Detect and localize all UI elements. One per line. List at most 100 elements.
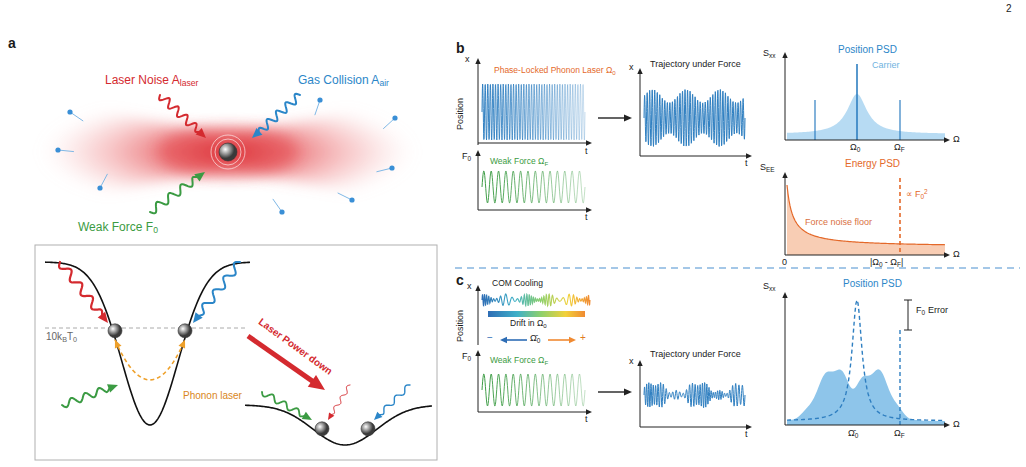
weak-force-trace (482, 374, 585, 406)
label-text: Ω (894, 142, 901, 152)
gas-molecule (97, 185, 102, 190)
label-group: F0 (462, 151, 471, 162)
axis-line (478, 63, 479, 145)
gas-molecule (389, 165, 394, 170)
noise-squiggle (150, 177, 199, 214)
arrow-head (944, 137, 950, 142)
label-group: F0Error (916, 305, 948, 316)
label-group: Ω (953, 134, 960, 144)
laser-focus (158, 126, 298, 178)
flow-arrow (598, 391, 626, 392)
subscript: 0 (73, 335, 77, 344)
particle (219, 143, 237, 161)
arrow-head (624, 114, 632, 121)
axis-line (785, 297, 786, 425)
subscript: B (62, 335, 67, 344)
label-group: 0 (782, 257, 787, 267)
label-group: |Ω0- ΩF| (870, 257, 903, 268)
axis-line (785, 255, 945, 256)
arrow-head (475, 285, 480, 291)
subscript: 0 (920, 193, 924, 200)
label-text: Ω̄ (530, 333, 537, 343)
arrow-head (302, 412, 312, 420)
label-text: Energy PSD (845, 158, 900, 169)
arrow-head (475, 350, 480, 356)
label-group: Force noise floor (805, 217, 872, 227)
arrow-head (624, 388, 632, 395)
label-group: Trajectory under Force (650, 349, 741, 359)
label-text: Phase-Locked Phonon Laser Ω (494, 65, 612, 75)
signal-line (899, 178, 901, 255)
gas-molecule (317, 97, 322, 102)
trap-ring (211, 135, 245, 169)
arrow-head (746, 153, 752, 158)
phonon-oscillation (115, 340, 185, 380)
label-group: ΩF (894, 142, 905, 153)
label-group: Ω̄0 (530, 333, 540, 344)
deep-potential-well (45, 262, 250, 425)
arrow-head (782, 52, 787, 58)
forced-trajectory (644, 89, 745, 146)
label-group: t (745, 158, 748, 168)
label-text: − (487, 332, 493, 343)
label-group: Ω̄0 (848, 428, 858, 439)
flow-arrow (598, 117, 626, 118)
subscript: F (901, 146, 905, 153)
label-text: Laser Power down (257, 316, 335, 377)
label-text: T (67, 331, 73, 342)
label-group: x (465, 54, 470, 64)
arrow-head (586, 207, 592, 212)
label-group: c (456, 272, 464, 288)
noise-squiggle (379, 385, 410, 415)
com-cooling-trace (482, 294, 590, 306)
arrow-head (586, 409, 592, 414)
panel-b (455, 52, 1020, 268)
label-group: Laser Power down (256, 316, 334, 377)
label-text: Phonon laser (183, 390, 242, 401)
label-group: 10kBT0 (46, 331, 77, 344)
arrow-head (586, 140, 592, 145)
label-text: 10k (46, 331, 62, 342)
arrow-head (179, 340, 186, 349)
label-text: t (745, 158, 748, 168)
gas-molecule (55, 147, 60, 152)
label-group: t (745, 429, 748, 439)
noise-floor-line (787, 185, 945, 245)
subscript: F (897, 261, 901, 268)
axis-line (640, 427, 747, 428)
label-group: Ω (953, 249, 960, 259)
signal-line (899, 330, 900, 425)
noise-squiggle (262, 392, 305, 416)
phonon-laser-trace (482, 84, 585, 140)
label-text: Position PSD (843, 278, 902, 289)
subscript: F (901, 432, 905, 439)
subscript: EE (766, 166, 775, 173)
panel-separator (455, 267, 1020, 268)
ideal-psd-dashed (787, 300, 945, 420)
label-text: Ω (953, 134, 960, 144)
arrow-head (475, 58, 480, 64)
subscript: 0 (879, 261, 883, 268)
label-group: x (629, 62, 634, 72)
label-text: x (465, 54, 470, 64)
label-text: x (467, 281, 472, 291)
label-text: Error (928, 305, 948, 315)
label-group: a (8, 35, 16, 51)
arrow-head (746, 424, 752, 429)
arrow-head (308, 375, 325, 390)
label-group: Phase-Locked Phonon Laser Ω0 (494, 66, 616, 76)
subscript: F (544, 160, 548, 167)
label-group: Drift in Ω0 (510, 319, 547, 329)
arrow-head (252, 128, 262, 138)
noise-floor-fill (787, 185, 945, 255)
arrow-head (98, 312, 108, 323)
label-group: Sxx (763, 281, 775, 292)
label-group: Phonon laser (183, 390, 242, 402)
particle (315, 422, 329, 436)
label-text: Force noise floor (805, 217, 872, 227)
gas-molecule (279, 209, 284, 214)
panel-c (475, 285, 950, 430)
label-text: Trajectory under Force (650, 349, 741, 359)
weak-force-trace (482, 171, 585, 203)
